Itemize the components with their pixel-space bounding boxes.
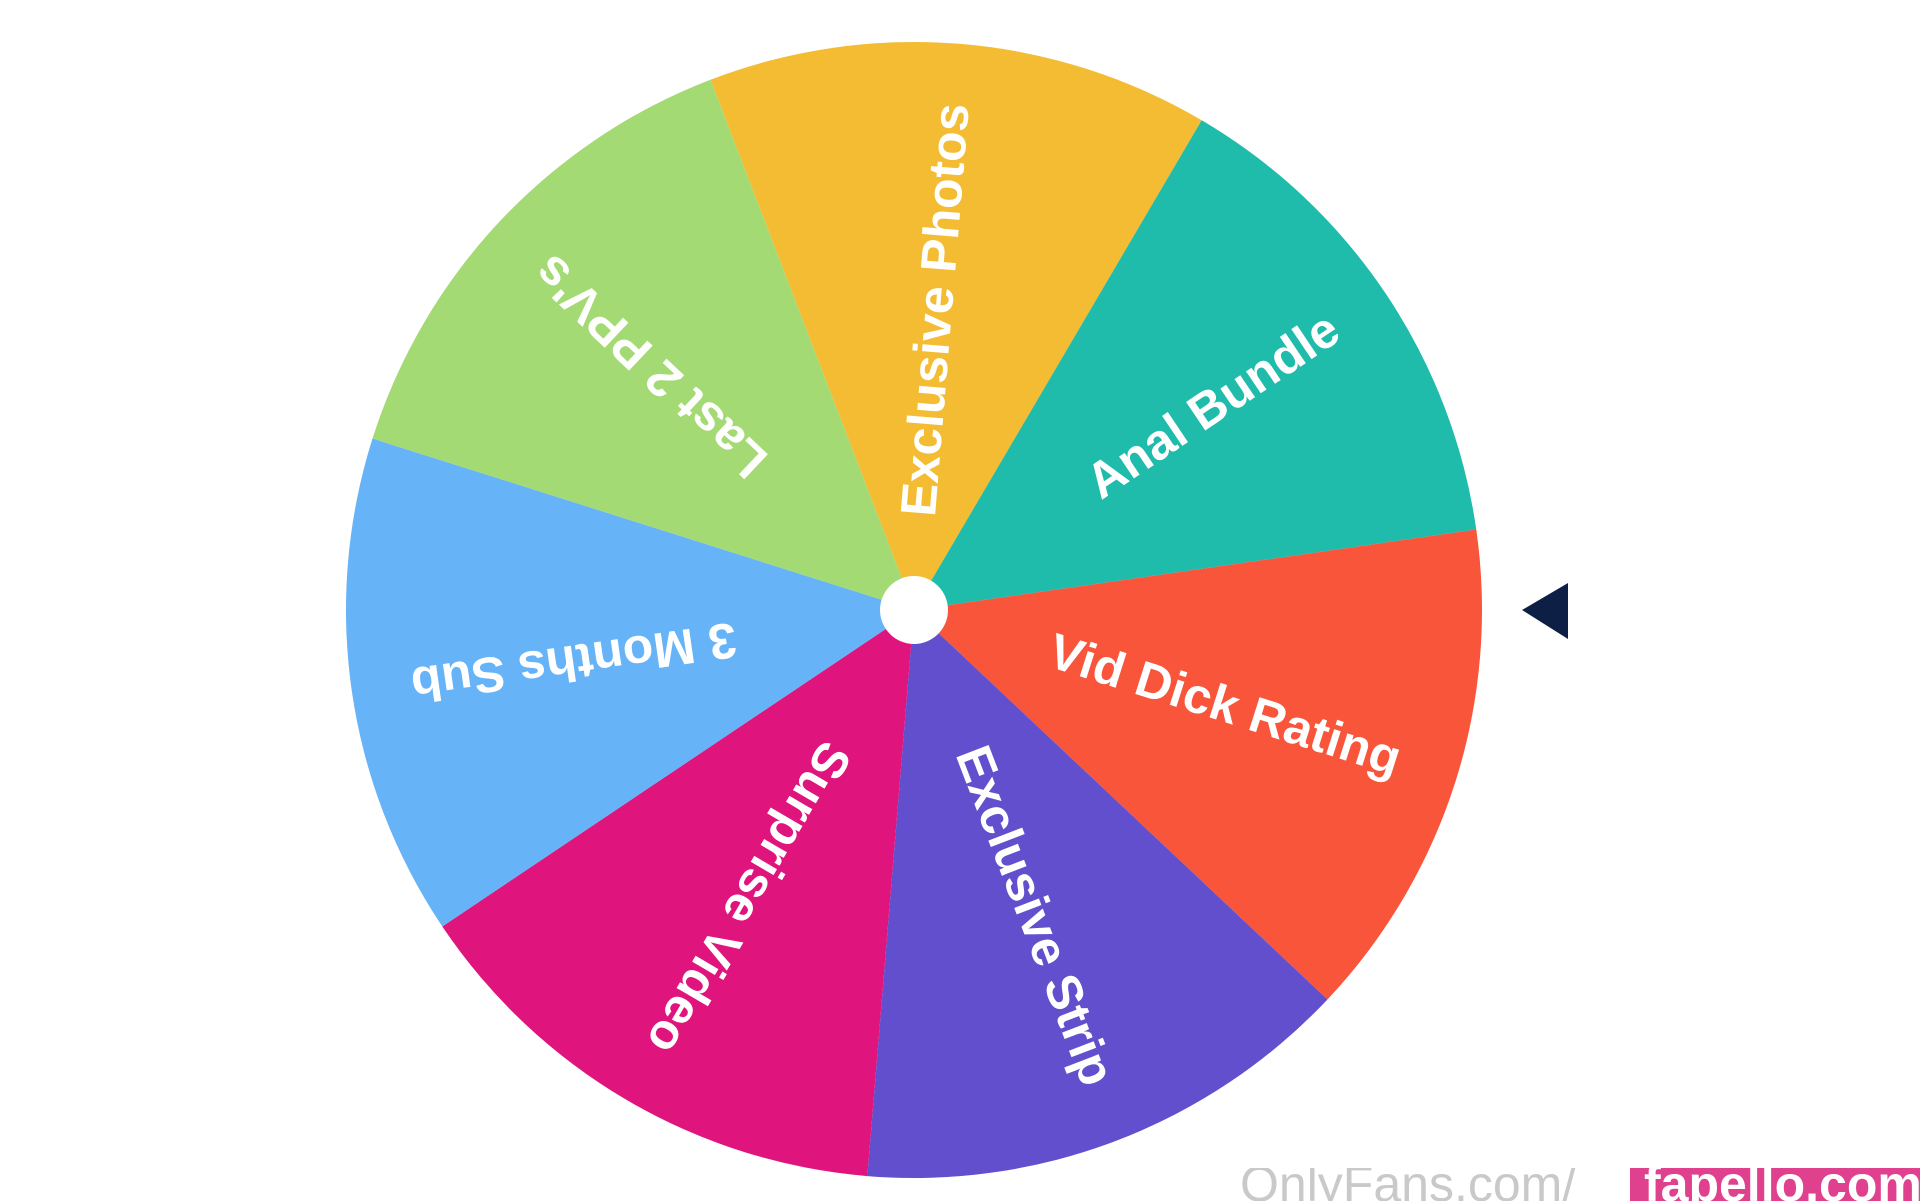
watermark-fapello: fapello.com bbox=[1630, 1168, 1920, 1201]
wheel-segment bbox=[867, 610, 1328, 1179]
wheel-segment bbox=[345, 438, 914, 927]
wheel-segments bbox=[345, 42, 1482, 1179]
wheel-segment bbox=[372, 79, 914, 611]
wheel-hub[interactable] bbox=[880, 576, 948, 644]
wheel-segment bbox=[710, 42, 1202, 610]
watermark-onlyfans-text: OnlyFans.com/ bbox=[1240, 1168, 1577, 1201]
wheel-segment bbox=[914, 120, 1477, 611]
watermark-onlyfans: OnlyFans.com/ bbox=[1240, 1168, 1576, 1201]
wheel-segment bbox=[914, 529, 1482, 1000]
wheel-pointer-icon bbox=[1522, 583, 1568, 639]
watermark-fapello-text: fapello.com bbox=[1644, 1168, 1920, 1201]
wheel-segment bbox=[442, 610, 914, 1177]
